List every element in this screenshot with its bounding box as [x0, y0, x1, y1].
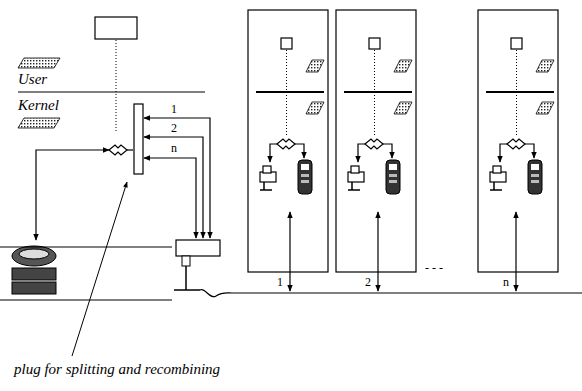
ellipsis-mark: - - - — [424, 262, 444, 274]
machine-number: n — [502, 276, 510, 288]
machine-number: 1 — [276, 276, 284, 288]
caption-note: plug for splitting and recombining — [14, 362, 220, 377]
channel-number: n — [170, 142, 178, 154]
layer-label: User — [18, 72, 47, 87]
channel-number: 1 — [170, 103, 178, 115]
channel-number: 2 — [170, 122, 178, 134]
machine-number: 2 — [364, 276, 372, 288]
layer-label: Kernel — [18, 98, 59, 113]
